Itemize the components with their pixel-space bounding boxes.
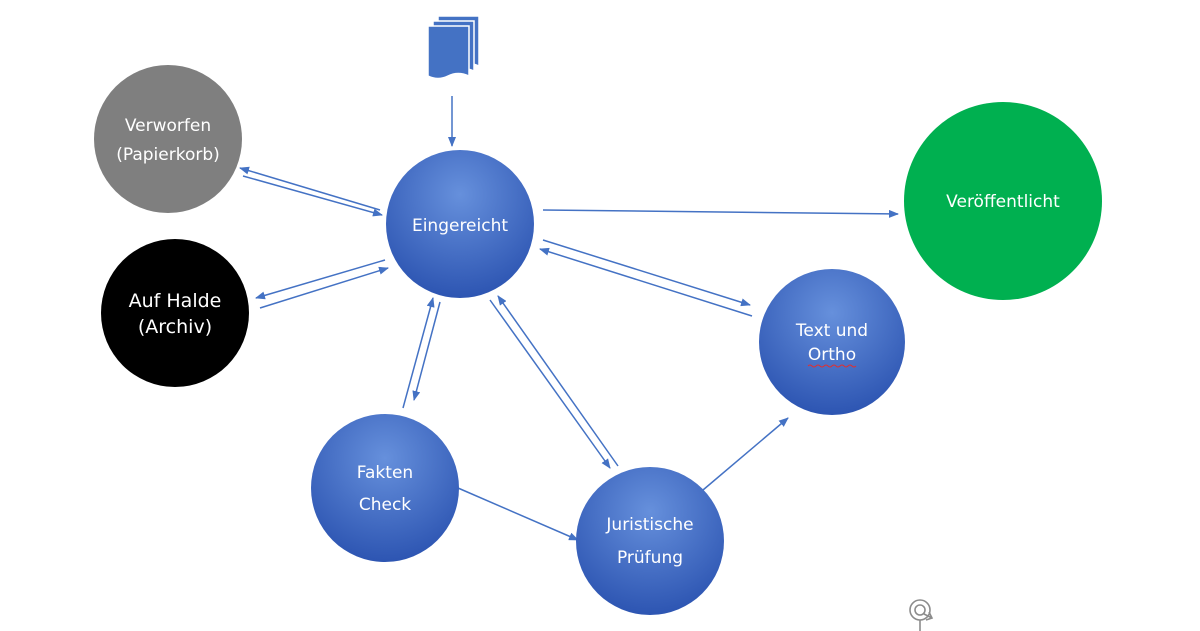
node-verworfen-label-line1: Verworfen (125, 116, 211, 136)
node-veroeffentlicht-label: Veröffentlicht (946, 192, 1060, 212)
arrow-eingereicht-to-textortho (542, 239, 751, 307)
node-eingereicht: Eingereicht (386, 150, 534, 298)
node-halde-label-line1: Auf Halde (129, 290, 222, 312)
arrow-eingereicht-to-halde (255, 259, 386, 300)
arrow-eingereicht-to-verworfen (239, 166, 381, 211)
node-juristisch-label-line2: Prüfung (617, 548, 683, 568)
node-veroeffentlicht: Veröffentlicht (904, 102, 1102, 300)
arrow-eingereicht-to-juristisch (489, 299, 611, 469)
circular-arrow-icon (909, 599, 934, 631)
node-fakten-label-line1: Fakten (357, 463, 413, 483)
node-fakten: Fakten Check (311, 414, 459, 562)
node-text-ortho: Text und Ortho (759, 269, 905, 415)
node-fakten-label-line2: Check (359, 495, 411, 515)
arrow-juristisch-to-textortho (702, 417, 789, 491)
node-verworfen: Verworfen (Papierkorb) (94, 65, 242, 213)
node-eingereicht-label: Eingereicht (412, 216, 508, 236)
document-stack-icon (427, 15, 480, 80)
arrow-verworfen-to-eingereicht (242, 175, 383, 217)
arrow-fakten-to-juristisch (457, 487, 579, 541)
arrow-juristisch-to-eingereicht (497, 295, 619, 467)
arrow-fakten-to-eingereicht (402, 297, 435, 409)
arrows (239, 96, 899, 541)
node-verworfen-label-line2: (Papierkorb) (116, 145, 220, 165)
arrow-eingereicht-to-fakten (412, 301, 441, 401)
node-juristisch: Juristische Prüfung (576, 467, 724, 615)
spellcheck-underline (807, 364, 857, 368)
arrow-textortho-to-eingereicht (539, 247, 753, 317)
arrow-eingereicht-to-veroeffentlicht (542, 209, 899, 218)
arrow-halde-to-eingereicht (259, 266, 389, 309)
node-juristisch-label-line1: Juristische (605, 515, 693, 535)
node-halde-label-line2: (Archiv) (138, 316, 212, 338)
node-textortho-label-line2: Ortho (808, 345, 856, 365)
node-halde: Auf Halde (Archiv) (101, 239, 249, 387)
node-textortho-label-line1: Text und (795, 321, 868, 341)
